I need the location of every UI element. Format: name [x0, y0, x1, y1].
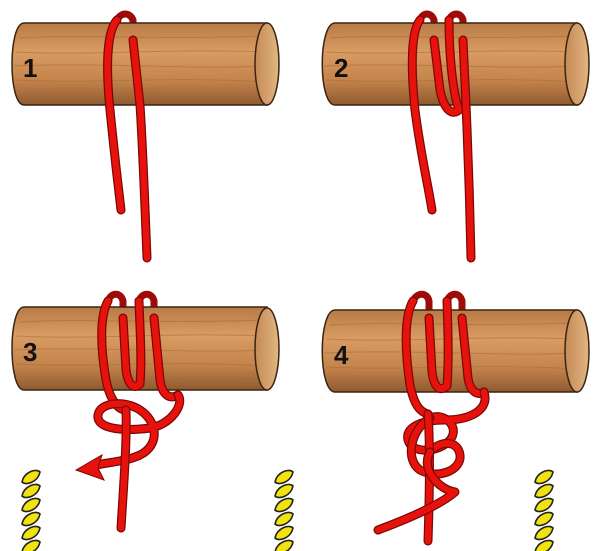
yellow-rope-twist: [535, 512, 553, 525]
yellow-rope-twist: [535, 484, 553, 497]
yellow-rope-twist: [535, 498, 553, 511]
yellow-rope-twist: [275, 540, 293, 551]
step-number: 2: [334, 53, 348, 83]
yellow-twisted-rope-icon: [22, 470, 40, 551]
step-number: 3: [23, 337, 37, 367]
yellow-twisted-rope-icon: [275, 470, 293, 551]
step-2-panel: 2: [322, 14, 589, 258]
step-number: 4: [334, 340, 349, 370]
yellow-rope-twist: [22, 498, 40, 511]
yellow-rope-twist: [22, 484, 40, 497]
yellow-rope-group: [22, 470, 553, 551]
yellow-rope-twist: [22, 526, 40, 539]
yellow-rope-twist: [275, 484, 293, 497]
step-3-panel: 3: [12, 294, 279, 528]
yellow-rope-twist: [22, 512, 40, 525]
wooden-log-icon: [322, 310, 589, 392]
yellow-rope-twist: [535, 540, 553, 551]
yellow-rope-twist: [275, 526, 293, 539]
wooden-log-icon: [12, 307, 279, 390]
yellow-rope-twist: [275, 470, 293, 483]
yellow-twisted-rope-icon: [535, 470, 553, 551]
yellow-rope-twist: [275, 498, 293, 511]
wooden-log-icon: [12, 23, 279, 105]
yellow-rope-twist: [275, 512, 293, 525]
step-1-panel: 1: [12, 14, 279, 258]
yellow-rope-twist: [22, 540, 40, 551]
yellow-rope-twist: [535, 470, 553, 483]
yellow-rope-twist: [535, 526, 553, 539]
yellow-rope-twist: [22, 470, 40, 483]
step-number: 1: [23, 53, 37, 83]
